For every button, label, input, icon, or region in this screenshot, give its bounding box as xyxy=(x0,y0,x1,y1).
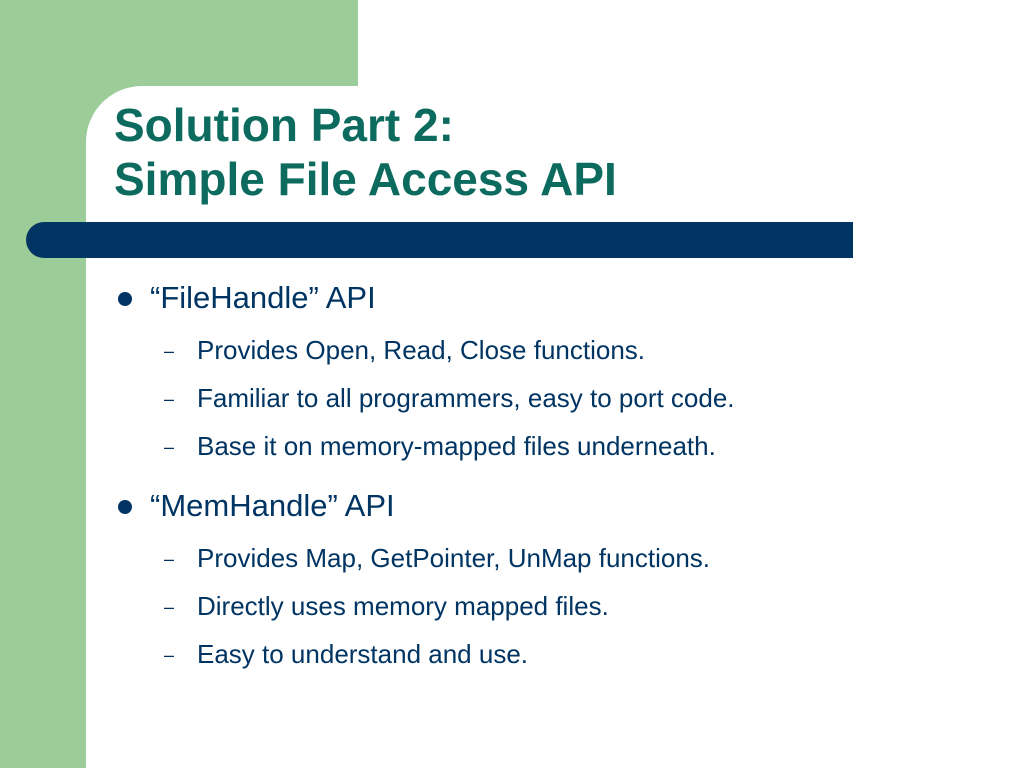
content-panel xyxy=(86,86,1024,768)
title-divider-bar xyxy=(26,222,853,258)
sub-bullet-item: – Easy to understand and use. xyxy=(114,630,994,678)
dash-icon: – xyxy=(164,549,175,569)
bullet-text: “MemHandle” API xyxy=(150,488,395,523)
sub-bullet-text: Provides Open, Read, Close functions. xyxy=(197,335,646,365)
sub-bullet-item: – Familiar to all programmers, easy to p… xyxy=(114,374,994,422)
sub-bullet-text: Familiar to all programmers, easy to por… xyxy=(197,383,735,413)
dash-icon: – xyxy=(164,645,175,665)
sub-bullet-item: – Provides Open, Read, Close functions. xyxy=(114,326,994,374)
sub-bullet-item: – Provides Map, GetPointer, UnMap functi… xyxy=(114,534,994,582)
bullet-list: “FileHandle” API – Provides Open, Read, … xyxy=(114,276,994,692)
bullet-dot-icon xyxy=(118,500,132,514)
bullet-item-memhandle: “MemHandle” API xyxy=(114,484,994,528)
sub-bullet-text: Provides Map, GetPointer, UnMap function… xyxy=(197,543,711,573)
dash-icon: – xyxy=(164,437,175,457)
sub-bullet-item: – Directly uses memory mapped files. xyxy=(114,582,994,630)
title-line-1: Solution Part 2: xyxy=(114,99,454,151)
dash-icon: – xyxy=(164,389,175,409)
dash-icon: – xyxy=(164,597,175,617)
slide-title: Solution Part 2: Simple File Access API xyxy=(114,98,617,206)
bullet-text: “FileHandle” API xyxy=(150,280,376,315)
title-line-2: Simple File Access API xyxy=(114,153,617,205)
sub-bullet-item: – Base it on memory-mapped files underne… xyxy=(114,422,994,470)
sub-bullet-text: Directly uses memory mapped files. xyxy=(197,591,609,621)
sub-bullet-text: Easy to understand and use. xyxy=(197,639,529,669)
sub-bullet-list: – Provides Open, Read, Close functions. … xyxy=(114,326,994,470)
sub-bullet-list: – Provides Map, GetPointer, UnMap functi… xyxy=(114,534,994,678)
dash-icon: – xyxy=(164,341,175,361)
bullet-dot-icon xyxy=(118,292,132,306)
sub-bullet-text: Base it on memory-mapped files underneat… xyxy=(197,431,716,461)
bullet-item-filehandle: “FileHandle” API xyxy=(114,276,994,320)
